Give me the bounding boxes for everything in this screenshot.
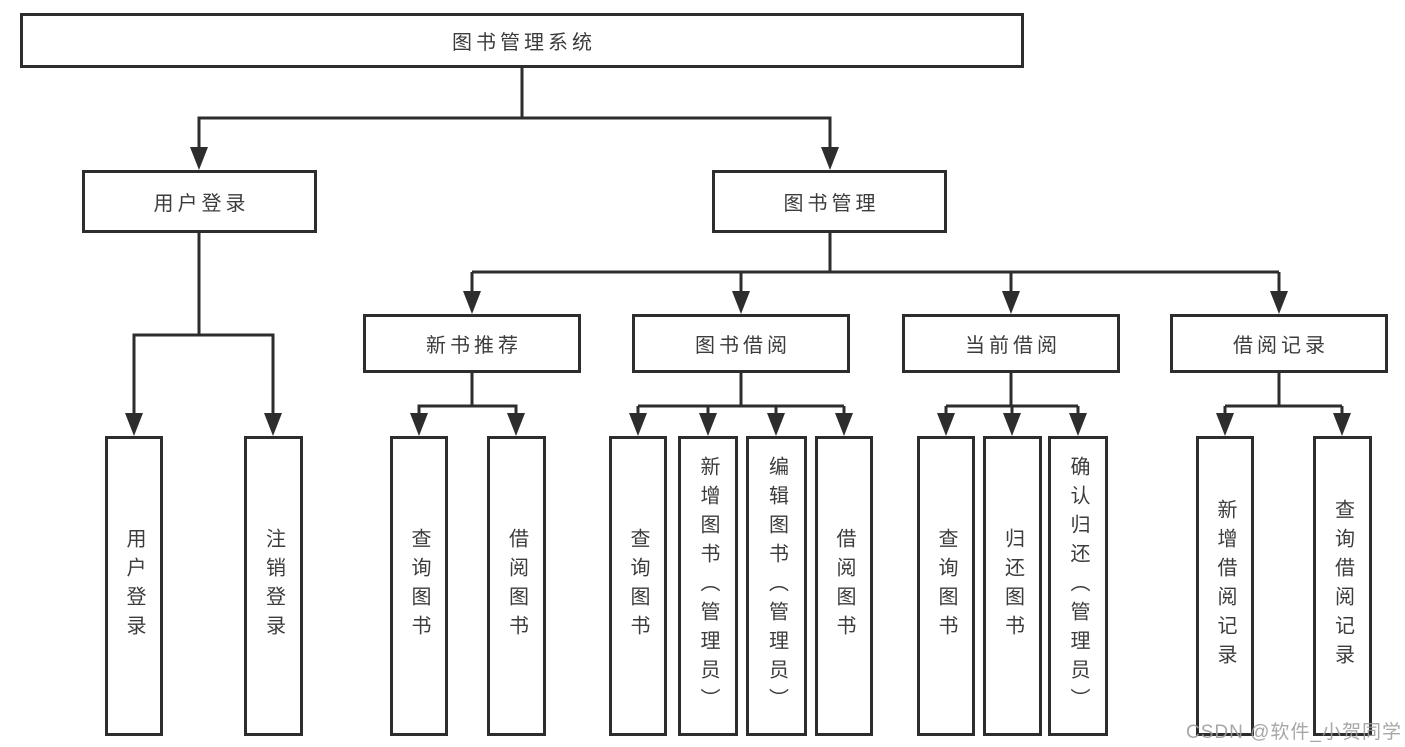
- connector-book-borrow-branch: [636, 373, 846, 416]
- arrow-down-icon: [767, 413, 785, 436]
- arrow-down-icon: [937, 413, 955, 436]
- connector-current-borrow-branch: [944, 373, 1080, 416]
- leaf-query-borrow-record: 查询借阅记录: [1313, 436, 1372, 736]
- arrow-down-icon: [1002, 291, 1020, 314]
- node-user-login: 用户登录: [82, 170, 317, 233]
- arrow-down-icon: [507, 413, 525, 436]
- node-new-book-recommend: 新书推荐: [363, 314, 581, 373]
- arrow-down-icon: [1270, 291, 1288, 314]
- arrow-down-icon: [125, 413, 143, 436]
- arrow-down-icon: [1003, 413, 1021, 436]
- arrow-down-icon: [190, 147, 208, 170]
- leaf-query-book-borrow: 查询图书: [609, 436, 667, 736]
- arrow-down-icon: [1069, 413, 1087, 436]
- leaf-return-book: 归还图书: [983, 436, 1042, 736]
- node-current-borrow: 当前借阅: [902, 314, 1120, 373]
- arrow-down-icon: [629, 413, 647, 436]
- arrow-down-icon: [821, 147, 839, 170]
- arrow-down-icon: [1216, 413, 1234, 436]
- node-book-borrow: 图书借阅: [632, 314, 850, 373]
- leaf-query-book-current: 查询图书: [917, 436, 975, 736]
- connector-borrow-record-branch: [1223, 373, 1344, 416]
- leaf-add-book-admin: 新增图书（管理员）: [678, 436, 738, 736]
- leaf-logout: 注销登录: [244, 436, 303, 736]
- leaf-borrow-book-recommend: 借阅图书: [487, 436, 546, 736]
- arrow-down-icon: [1333, 413, 1351, 436]
- arrow-down-icon: [264, 413, 282, 436]
- leaf-edit-book-admin: 编辑图书（管理员）: [746, 436, 807, 736]
- arrow-down-icon: [410, 413, 428, 436]
- node-library-management-system: 图书管理系统: [20, 13, 1024, 68]
- arrow-down-icon: [463, 291, 481, 314]
- node-borrow-records: 借阅记录: [1170, 314, 1388, 373]
- arrow-down-icon: [732, 291, 750, 314]
- connector-user-login-branch: [132, 233, 275, 416]
- connector-book-management-branch: [470, 233, 1281, 296]
- leaf-add-borrow-record: 新增借阅记录: [1196, 436, 1254, 736]
- leaf-confirm-return-admin: 确认归还（管理员）: [1048, 436, 1108, 736]
- node-book-management: 图书管理: [712, 170, 947, 233]
- leaf-query-book-recommend: 查询图书: [390, 436, 448, 736]
- leaf-user-login: 用户登录: [105, 436, 163, 736]
- leaf-borrow-book: 借阅图书: [815, 436, 873, 736]
- arrow-down-icon: [699, 413, 717, 436]
- arrow-down-icon: [835, 413, 853, 436]
- connector-new-book-branch: [417, 373, 518, 416]
- csdn-watermark: CSDN @软件_小贺同学: [1186, 722, 1402, 743]
- arrowheads: [125, 147, 1351, 436]
- connector-root-to-level2: [197, 68, 832, 152]
